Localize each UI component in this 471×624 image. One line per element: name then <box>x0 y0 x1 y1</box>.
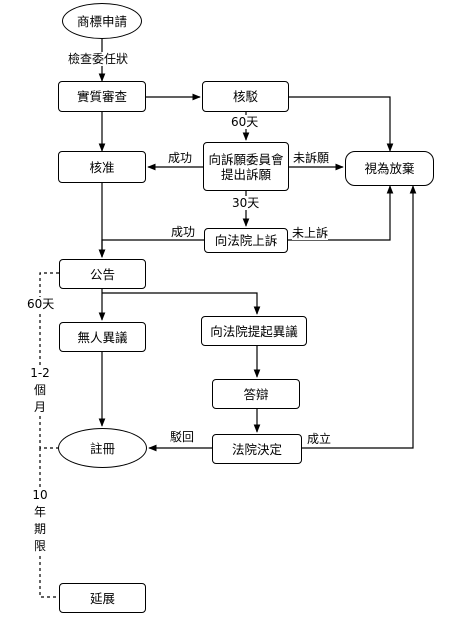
edge-court-publication <box>98 239 204 258</box>
label-rejected-back: 駁回 <box>170 430 195 444</box>
node-court-decision: 法院決定 <box>212 434 302 464</box>
label-thirty-days: 30天 <box>232 196 260 210</box>
label-not-appealed: 未訴願 <box>293 151 330 165</box>
node-substantive-review: 實質審查 <box>58 81 146 112</box>
node-approve: 核准 <box>58 151 146 183</box>
edge-reject-abandon <box>289 96 394 152</box>
node-court-appeal: 向法院上訴 <box>204 228 288 253</box>
label-sixty-days-appeal: 60天 <box>231 115 259 129</box>
node-reject: 核駁 <box>202 81 289 112</box>
node-appeal-committee: 向訴願委員會 提出訴願 <box>203 142 289 191</box>
node-apply: 商標申請 <box>62 3 142 39</box>
node-defense: 答辯 <box>212 379 300 409</box>
edge-decision-abandon <box>302 185 417 449</box>
edge-court-abandon <box>288 185 394 241</box>
node-abandon: 視為放棄 <box>345 151 434 186</box>
node-no-opposition: 無人異議 <box>59 322 146 352</box>
node-registration: 註冊 <box>58 428 147 468</box>
label-sixty-days-publication: 60天 <box>27 297 55 311</box>
node-publication: 公告 <box>59 259 146 289</box>
edge-publication-courtopp <box>102 292 261 315</box>
label-one-two-months: 1-2 個 月 <box>30 365 50 416</box>
node-court-opposition: 向法院提起異議 <box>201 316 307 346</box>
label-check-power-of-attorney: 檢查委任狀 <box>68 52 129 66</box>
label-ten-year-term: 10 年 期 限 <box>30 487 50 555</box>
label-success-court: 成功 <box>171 225 196 239</box>
node-renewal: 延展 <box>59 583 146 613</box>
label-established: 成立 <box>307 432 332 446</box>
label-success-left: 成功 <box>168 151 193 165</box>
label-not-appealed-court: 未上訴 <box>292 226 329 240</box>
